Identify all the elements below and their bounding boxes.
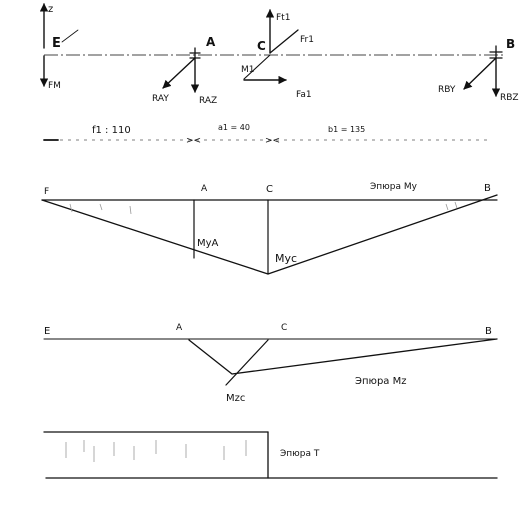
mz-label-e: E — [44, 326, 50, 337]
point-e-label: E — [52, 36, 61, 51]
point-b-label: B — [506, 37, 515, 51]
reaction-raz-label: RAZ — [199, 96, 217, 106]
reaction-rby-label: RBY — [438, 85, 456, 95]
my-title: Эпюра My — [370, 182, 418, 192]
t-hatching — [65, 440, 247, 462]
my-hatching — [69, 201, 458, 215]
dimension-line: f1 : 110 >< a1 = 40 >< b1 = 135 — [43, 123, 490, 146]
reaction-rby-arrow — [463, 57, 497, 90]
force-fa1-label: Fa1 — [296, 90, 312, 100]
my-value-a-label: MyA — [197, 238, 219, 249]
my-label-b: B — [484, 183, 491, 194]
t-title: Эпюра T — [280, 449, 320, 459]
mz-title: Эпюра Mz — [355, 376, 406, 387]
reaction-rbz-label: RBZ — [500, 93, 519, 103]
gear-radius-line — [243, 54, 271, 80]
dim-a1-label: a1 = 40 — [218, 123, 250, 132]
mz-ordinate-c — [225, 339, 269, 386]
my-value-c-label: Myc — [275, 252, 297, 265]
diagram-mz: E A C B Эпюра Mz Mzc — [43, 323, 498, 404]
mz-value-c-label: Mzc — [226, 393, 245, 404]
dim-f1-label: f1 : 110 — [92, 125, 131, 136]
mz-diagram-outline — [188, 338, 498, 375]
my-label-f: F — [44, 187, 49, 197]
force-fr1-label: Fr1 — [300, 35, 314, 45]
force-ft1-label: Ft1 — [276, 13, 290, 23]
e-tick — [61, 29, 79, 43]
point-c-label: C — [257, 39, 266, 53]
diagram-my: F A C Эпюра My B MyA Myc — [41, 182, 498, 275]
reaction-ray-label: RAY — [152, 94, 169, 104]
force-fm-label: FM — [48, 81, 61, 91]
load-scheme: z E FM A RAY RAZ C Ft1 Fr1 M1 Fa1 B RBY — [39, 3, 519, 106]
mz-label-c: C — [281, 323, 287, 333]
z-axis-label: z — [48, 4, 53, 15]
my-label-a: A — [201, 184, 208, 194]
diagram-t: Эпюра T — [43, 431, 498, 479]
mz-label-a: A — [176, 323, 183, 333]
my-label-c: C — [266, 184, 273, 195]
point-a-label: A — [206, 35, 216, 49]
my-diagram-outline — [41, 194, 498, 275]
force-fr1-line — [269, 29, 299, 54]
mz-label-b: B — [485, 326, 492, 337]
reaction-ray-arrow — [162, 57, 196, 89]
moment-m1-label: M1 — [241, 65, 255, 75]
svg-text:><: >< — [265, 136, 280, 146]
dim-b1-label: b1 = 135 — [328, 125, 365, 134]
svg-text:><: >< — [186, 136, 201, 146]
